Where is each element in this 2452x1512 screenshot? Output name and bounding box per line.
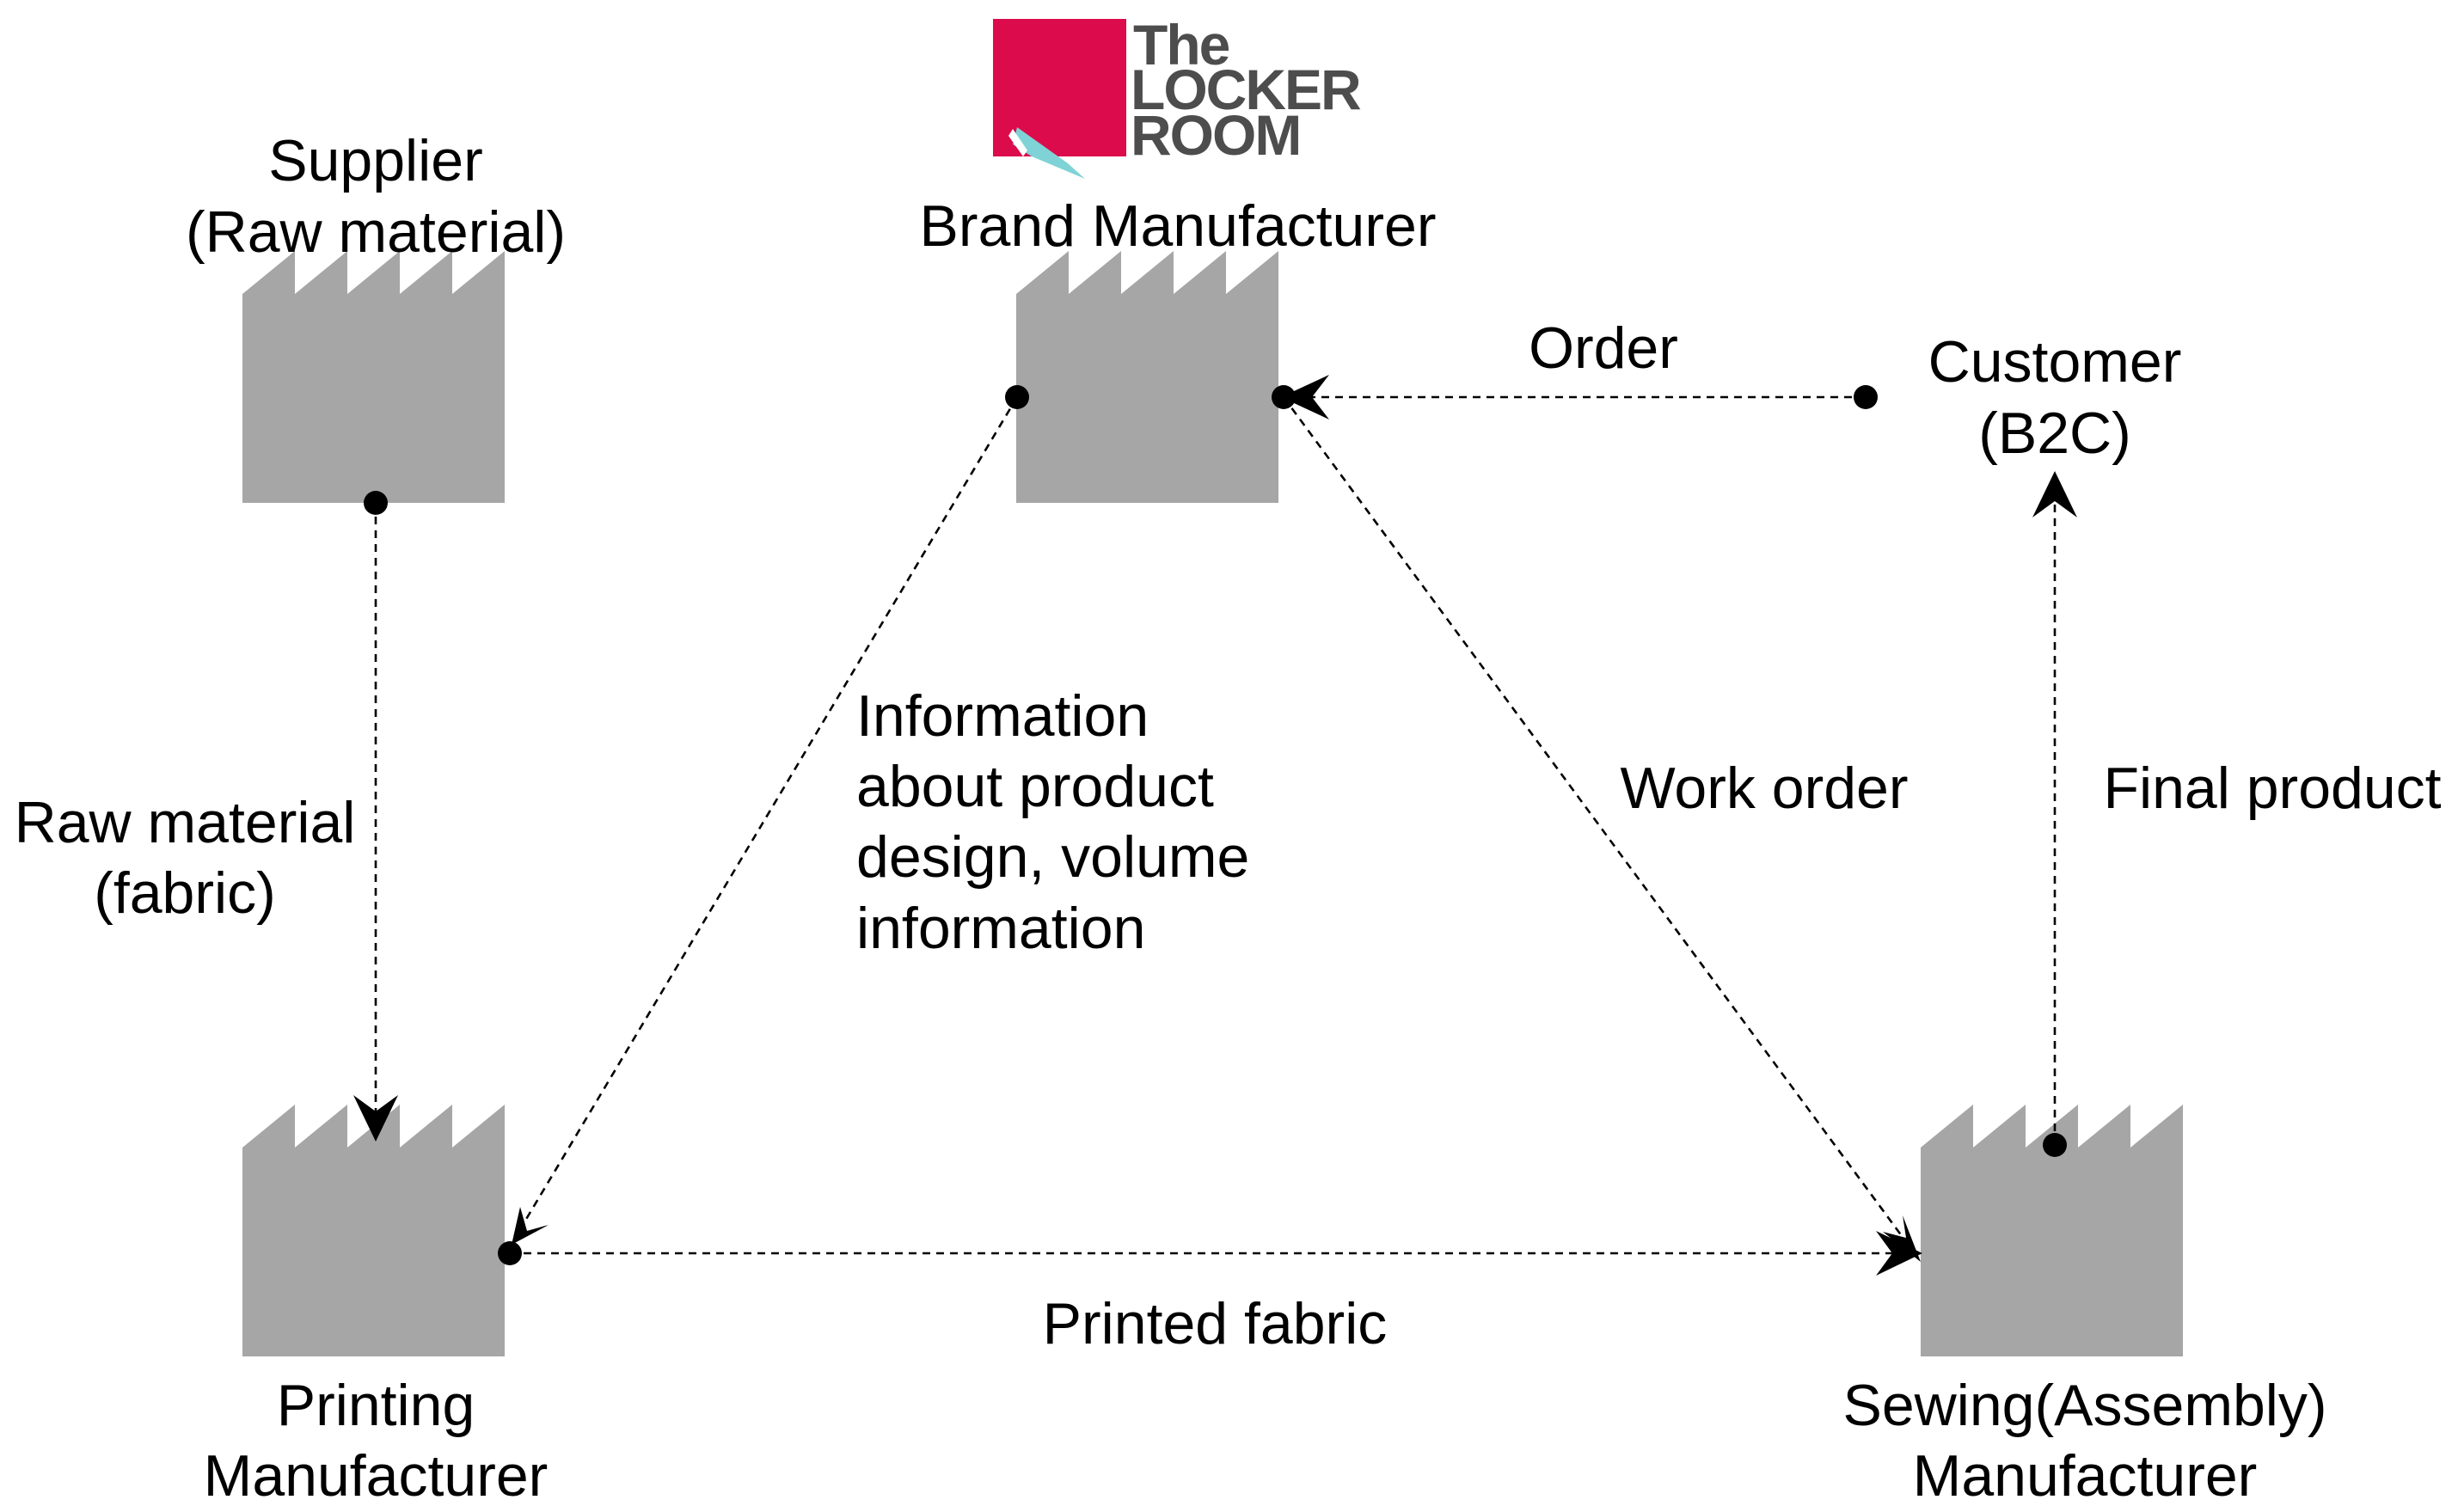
logo-fold-shadow bbox=[1008, 129, 1027, 156]
supplier-label: Supplier bbox=[268, 128, 483, 193]
information-label-line3: design, volume bbox=[856, 824, 1249, 890]
the-locker-room-logo: The LOCKER ROOM bbox=[993, 13, 1363, 179]
printing-label: Printing bbox=[277, 1373, 475, 1438]
raw-material-connector bbox=[353, 491, 398, 1142]
brand-manufacturer-label: Brand Manufacturer bbox=[920, 193, 1437, 259]
customer-sublabel: (B2C) bbox=[1978, 401, 2131, 466]
sewing-label: Sewing(Assembly) bbox=[1842, 1373, 2326, 1438]
sewing-sublabel: Manufacturer bbox=[1913, 1443, 2258, 1509]
factory-icon bbox=[1016, 251, 1278, 503]
factory-icon bbox=[242, 251, 505, 503]
logo-text-the: The bbox=[1133, 13, 1229, 77]
logo-text-locker: LOCKER bbox=[1131, 58, 1361, 121]
factory-icon bbox=[242, 1105, 505, 1356]
work-order-label: Work order bbox=[1620, 756, 1908, 821]
final-product-label: Final product bbox=[2103, 756, 2441, 821]
printed-fabric-connector bbox=[498, 1231, 1922, 1276]
order-connector bbox=[1281, 375, 1878, 419]
raw-material-sublabel: (fabric) bbox=[94, 860, 276, 926]
work-order-connector bbox=[1272, 385, 1921, 1262]
information-connector bbox=[512, 385, 1029, 1245]
information-label-line4: information bbox=[856, 896, 1145, 961]
printed-fabric-label: Printed fabric bbox=[1043, 1291, 1388, 1356]
logo-text-room: ROOM bbox=[1131, 103, 1300, 167]
logo-teal-fold bbox=[1013, 127, 1085, 179]
order-label: Order bbox=[1529, 315, 1678, 381]
printing-sublabel: Manufacturer bbox=[204, 1443, 549, 1509]
raw-material-label: Raw material bbox=[15, 790, 356, 855]
information-label-line1: Information bbox=[856, 683, 1149, 749]
supplier-sublabel: (Raw material) bbox=[186, 199, 566, 265]
information-label-line2: about product bbox=[856, 754, 1214, 819]
customer-label: Customer bbox=[1928, 329, 2182, 395]
final-product-connector bbox=[2032, 471, 2077, 1157]
